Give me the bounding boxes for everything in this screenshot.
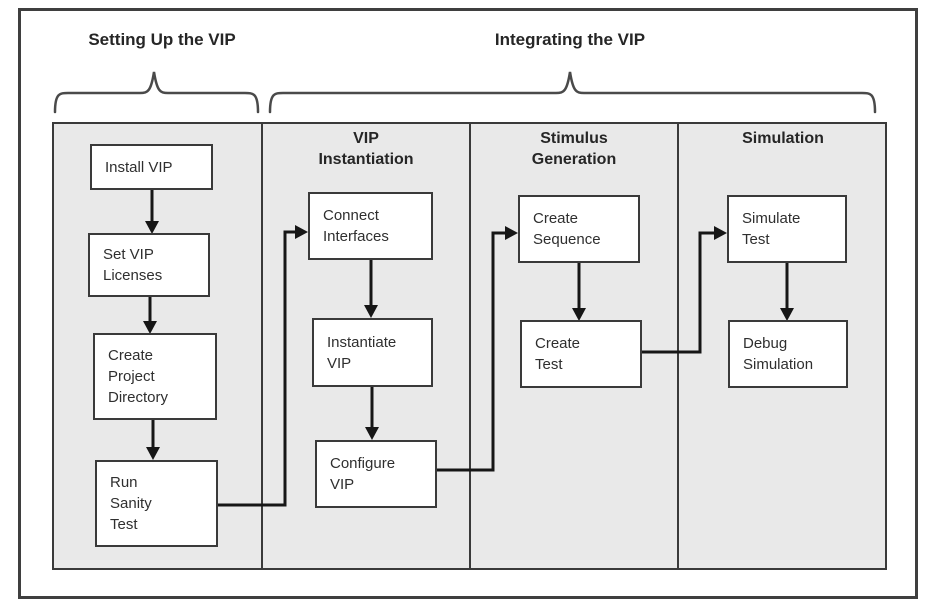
node-set-vip-licenses: Set VIP Licenses (88, 233, 210, 297)
column-header-vip-instantiation: VIP Instantiation (318, 130, 414, 168)
column-divider-1 (261, 122, 263, 570)
node-instantiate-vip: Instantiate VIP (312, 318, 433, 387)
node-run-sanity-test: Run Sanity Test (95, 460, 218, 547)
node-create-project-directory: Create Project Directory (93, 333, 217, 420)
column-header-stimulus-generation: Stimulus Generation (531, 130, 617, 168)
node-debug-simulation: Debug Simulation (728, 320, 848, 388)
node-create-test: Create Test (520, 320, 642, 388)
column-divider-2 (469, 122, 471, 570)
node-configure-vip: Configure VIP (315, 440, 437, 508)
node-connect-interfaces: Connect Interfaces (308, 192, 433, 260)
outer-frame (18, 8, 918, 599)
node-simulate-test: Simulate Test (727, 195, 847, 263)
column-header-simulation: Simulation (742, 130, 824, 147)
phase-title-integrating: Integrating the VIP (494, 30, 646, 49)
phase-title-setting-up: Setting Up the VIP (88, 30, 236, 49)
node-install-vip: Install VIP (90, 144, 213, 190)
node-create-sequence: Create Sequence (518, 195, 640, 263)
column-divider-3 (677, 122, 679, 570)
